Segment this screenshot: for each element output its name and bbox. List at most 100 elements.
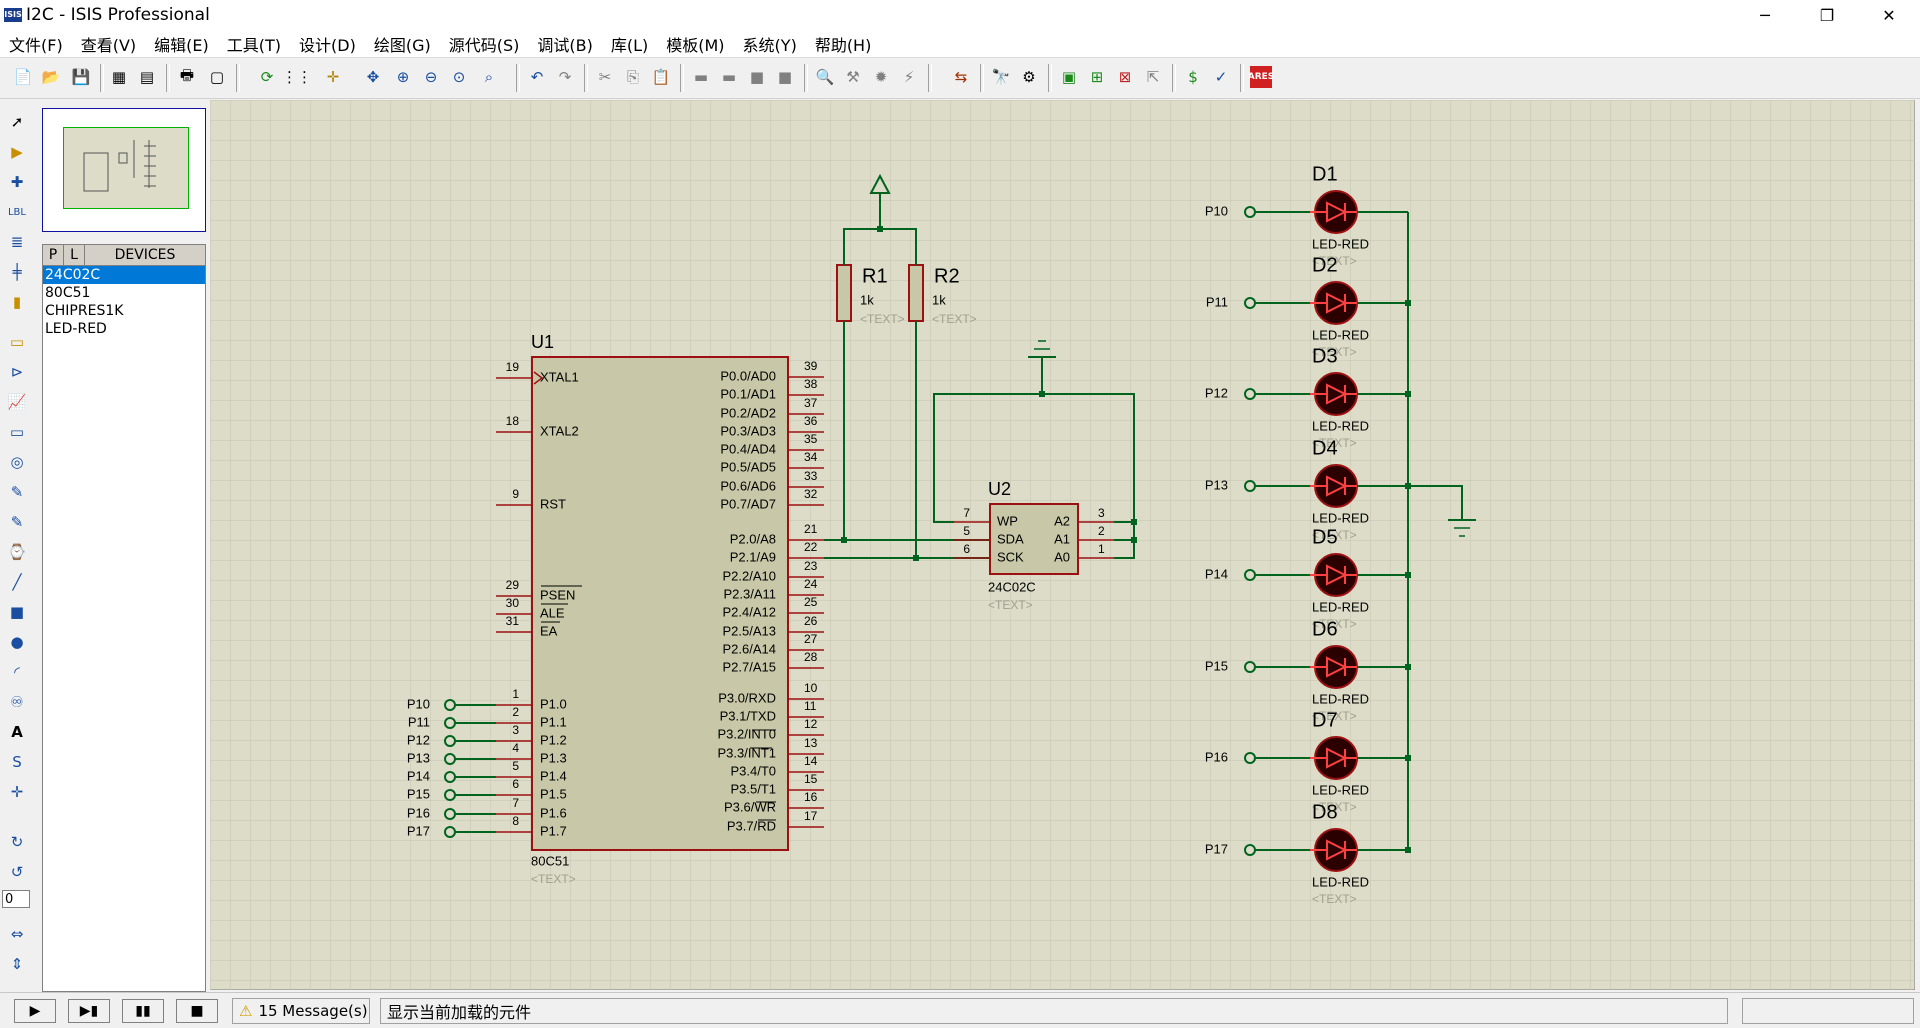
exit-to-parent-icon[interactable]: ⇱: [1146, 68, 1160, 86]
menu-edit[interactable]: 编辑(E): [154, 35, 209, 55]
new-file-icon[interactable]: 📄: [13, 68, 33, 86]
pan-icon[interactable]: ✥: [366, 68, 380, 86]
block-copy-icon[interactable]: ▬: [693, 68, 709, 86]
device-item[interactable]: CHIPRES1K: [45, 303, 124, 319]
device-pins-icon[interactable]: ⊳: [10, 363, 24, 381]
make-device-icon[interactable]: ⚒: [846, 68, 860, 86]
junction-dot-icon[interactable]: ✚: [10, 173, 24, 191]
rotation-angle-input[interactable]: [2, 890, 30, 908]
menu-debug[interactable]: 调试(B): [537, 35, 593, 55]
open-file-icon[interactable]: 📂: [41, 68, 61, 86]
menu-view[interactable]: 查看(V): [80, 35, 137, 55]
origin-icon[interactable]: ✛: [326, 68, 340, 86]
ares-icon[interactable]: ARES: [1248, 66, 1274, 88]
device-item[interactable]: 80C51: [45, 285, 91, 301]
library-manager-button[interactable]: L: [64, 245, 85, 265]
menu-template[interactable]: 模板(M): [666, 35, 725, 55]
menu-tools[interactable]: 工具(T): [226, 35, 282, 55]
wire-autorouter-icon[interactable]: ⇆: [954, 68, 968, 86]
maximize-button[interactable]: ❐: [1819, 5, 1835, 25]
refresh-icon[interactable]: ⟳: [260, 68, 274, 86]
line-icon[interactable]: ╱: [12, 573, 22, 591]
zoom-all-icon[interactable]: ⊙: [452, 68, 466, 86]
u1-pin-number: 39: [804, 359, 818, 373]
overview-window[interactable]: [42, 108, 206, 232]
decompose-icon[interactable]: ⚡: [903, 68, 915, 86]
u2-pin-name: SCK: [997, 549, 1024, 564]
search-tag-icon[interactable]: 🔭: [991, 68, 1011, 86]
minimize-button[interactable]: ─: [1760, 5, 1770, 25]
arc-icon[interactable]: ◜: [14, 663, 20, 681]
path-icon[interactable]: ♾: [10, 693, 24, 711]
close-button[interactable]: ✕: [1882, 5, 1896, 25]
menu-library[interactable]: 库(L): [610, 35, 649, 55]
virtual-instruments-icon[interactable]: ⌚: [7, 543, 27, 561]
save-icon[interactable]: 💾: [71, 68, 91, 86]
menu-help[interactable]: 帮助(H): [814, 35, 872, 55]
app-icon: ISIS: [4, 8, 22, 22]
remove-sheet-icon[interactable]: ⊠: [1118, 68, 1132, 86]
print-icon[interactable]: 🖶: [179, 65, 195, 84]
block-rotate-icon[interactable]: ■: [749, 68, 765, 86]
rotate-anticlockwise-icon[interactable]: ↺: [10, 863, 24, 881]
bill-of-materials-icon[interactable]: $: [1188, 68, 1198, 86]
u1-pin-name: P3.7/RD: [727, 818, 776, 833]
zoom-area-icon[interactable]: ⌕: [484, 68, 494, 86]
area-icon[interactable]: ▢: [209, 68, 225, 86]
flip-vertical-icon[interactable]: ⇕: [10, 955, 24, 973]
step-button[interactable]: ▶▮: [68, 999, 110, 1023]
block-delete-icon[interactable]: ■: [777, 68, 793, 86]
symbol-icon[interactable]: S: [12, 753, 22, 771]
stop-button[interactable]: ■: [176, 999, 218, 1023]
package-tool-icon[interactable]: ✹: [874, 68, 888, 86]
bus-icon[interactable]: ╪: [12, 263, 22, 281]
component-mode-icon[interactable]: ▶: [11, 143, 23, 161]
import-section-icon[interactable]: ▦: [111, 68, 127, 86]
generator-icon[interactable]: ◎: [10, 453, 24, 471]
cut-icon[interactable]: ✂: [598, 68, 612, 86]
device-item[interactable]: 24C02C: [43, 266, 205, 284]
menu-source[interactable]: 源代码(S): [448, 35, 520, 55]
export-section-icon[interactable]: ▤: [139, 68, 155, 86]
block-move-icon[interactable]: ▬: [721, 68, 737, 86]
marker-icon[interactable]: ✛: [10, 783, 24, 801]
pick-device-icon[interactable]: 🔍: [815, 68, 835, 86]
play-button[interactable]: ▶: [14, 999, 56, 1023]
device-item[interactable]: LED-RED: [45, 321, 107, 337]
selection-mode-icon[interactable]: ➚: [10, 113, 24, 131]
schematic-drawing[interactable]: U180C51<TEXT>19XTAL118XTAL29RST29PSEN30A…: [209, 99, 1916, 991]
flip-horizontal-icon[interactable]: ⇔: [10, 925, 24, 943]
add-sheet-icon[interactable]: ⊞: [1090, 68, 1104, 86]
menu-system[interactable]: 系统(Y): [742, 35, 797, 55]
graph-icon[interactable]: 📈: [7, 393, 27, 411]
redo-icon[interactable]: ↷: [558, 68, 572, 86]
grid-icon[interactable]: ⋮⋮: [282, 68, 312, 86]
text-script-icon[interactable]: ≣: [10, 233, 24, 251]
terminals-icon[interactable]: ▭: [9, 333, 25, 351]
zoom-in-icon[interactable]: ⊕: [396, 68, 410, 86]
menu-file[interactable]: 文件(F): [9, 35, 63, 55]
undo-icon[interactable]: ↶: [530, 68, 544, 86]
rotate-clockwise-icon[interactable]: ↻: [10, 833, 24, 851]
pick-devices-button[interactable]: P: [43, 245, 64, 265]
copy-icon[interactable]: ⎘: [626, 68, 639, 86]
electrical-rule-check-icon[interactable]: ✓: [1214, 68, 1228, 86]
pause-button[interactable]: ▮▮: [122, 999, 164, 1023]
zoom-out-icon[interactable]: ⊖: [424, 68, 438, 86]
menu-graph[interactable]: 绘图(G): [373, 35, 431, 55]
messages-indicator[interactable]: ⚠ 15 Message(s): [232, 998, 370, 1024]
new-sheet-icon[interactable]: ▣: [1061, 68, 1077, 86]
circle-icon[interactable]: ●: [10, 633, 24, 651]
box-icon[interactable]: ■: [9, 603, 25, 621]
text-icon[interactable]: A: [11, 723, 23, 741]
menu-design[interactable]: 设计(D): [299, 35, 356, 55]
tape-recorder-icon[interactable]: ▭: [9, 423, 25, 441]
paste-icon[interactable]: 📋: [651, 68, 671, 86]
overview-viewport[interactable]: [63, 127, 189, 209]
wire-label-icon[interactable]: LBL: [7, 206, 26, 218]
property-tool-icon[interactable]: ⚙: [1022, 68, 1036, 86]
current-probe-icon[interactable]: ✎: [10, 513, 24, 531]
subcircuit-icon[interactable]: ▮: [12, 293, 22, 311]
voltage-probe-icon[interactable]: ✎: [10, 483, 24, 501]
